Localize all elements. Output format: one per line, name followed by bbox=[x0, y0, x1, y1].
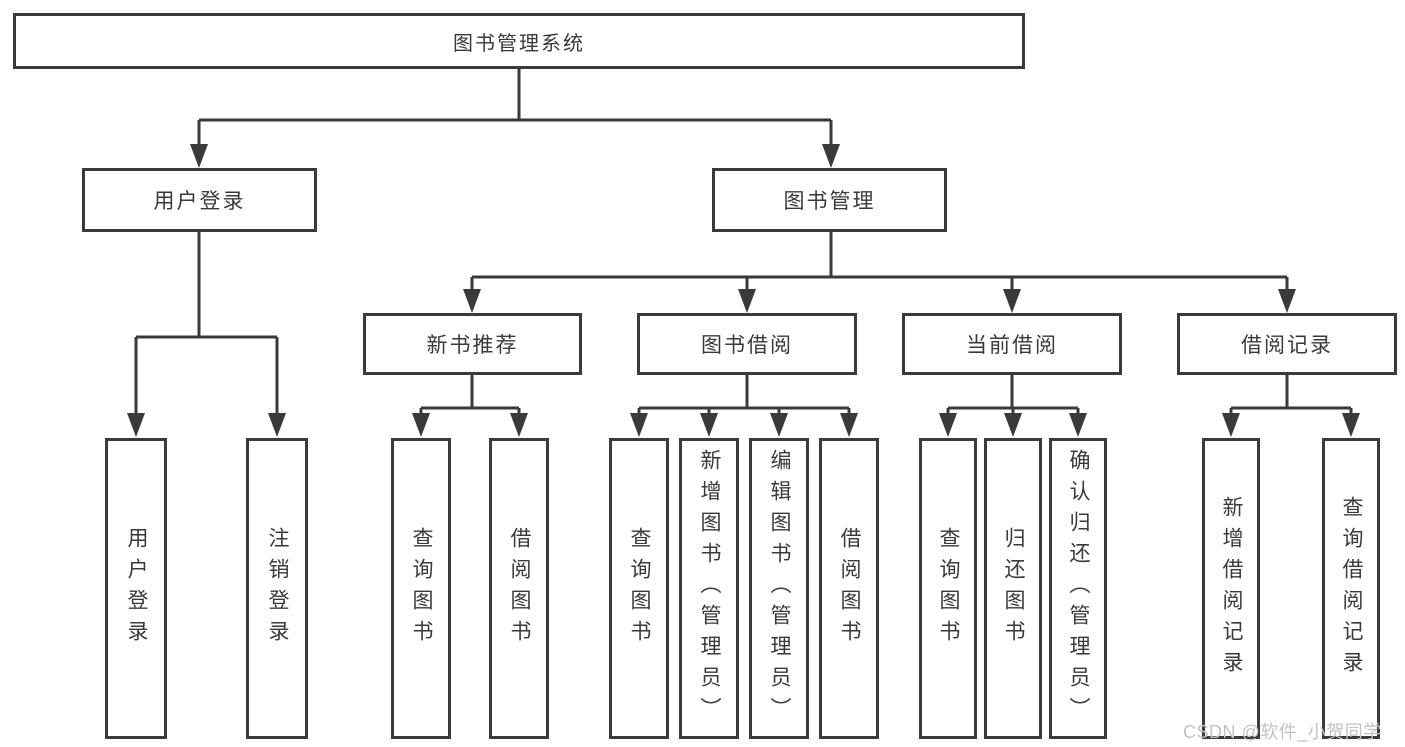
node-borrow-records: 借阅记录 bbox=[1177, 313, 1397, 375]
leaf-edit-books-admin: 编辑图书（管理员） bbox=[749, 438, 809, 739]
node-label: 用户登录 bbox=[153, 190, 246, 213]
leaf-label: 借阅图书 bbox=[508, 526, 531, 651]
connector-user-login-branch bbox=[127, 232, 286, 437]
leaf-label: 确认归还（管理员） bbox=[1067, 449, 1090, 728]
leaf-label: 用户登录 bbox=[125, 526, 148, 651]
leaf-query-books-borrow: 查询图书 bbox=[609, 438, 669, 739]
node-label: 借阅记录 bbox=[1241, 334, 1333, 357]
leaf-query-borrow-record: 查询借阅记录 bbox=[1322, 438, 1380, 739]
leaf-label: 注销登录 bbox=[266, 526, 289, 651]
leaf-add-books-admin: 新增图书（管理员） bbox=[679, 438, 739, 739]
leaf-label: 查询图书 bbox=[628, 526, 651, 651]
node-label: 新书推荐 bbox=[426, 334, 519, 357]
node-label: 当前借阅 bbox=[966, 334, 1058, 357]
connector-current-borrow-group bbox=[939, 375, 1087, 437]
leaf-label: 借阅图书 bbox=[838, 526, 861, 651]
leaf-borrow-books-recommend: 借阅图书 bbox=[489, 438, 549, 739]
node-new-book-recommend: 新书推荐 bbox=[363, 313, 582, 375]
leaf-label: 查询图书 bbox=[410, 526, 433, 651]
leaf-borrow-books: 借阅图书 bbox=[819, 438, 879, 739]
connector-book-borrow-group bbox=[630, 375, 858, 437]
node-current-borrow: 当前借阅 bbox=[902, 313, 1122, 375]
leaf-query-books-recommend: 查询图书 bbox=[391, 438, 451, 739]
node-label: 图书管理系统 bbox=[453, 32, 585, 55]
leaf-label: 新增借阅记录 bbox=[1220, 495, 1243, 682]
connector-borrow-record-group bbox=[1222, 375, 1360, 437]
connector-book-management-branch bbox=[463, 232, 1296, 313]
leaf-label: 查询图书 bbox=[937, 526, 960, 651]
leaf-label: 新增图书（管理员） bbox=[698, 449, 721, 728]
leaf-user-login: 用户登录 bbox=[105, 438, 167, 739]
connector-root bbox=[190, 69, 840, 168]
node-book-borrow: 图书借阅 bbox=[637, 313, 857, 375]
node-book-management: 图书管理 bbox=[712, 168, 947, 232]
leaf-logout-login: 注销登录 bbox=[246, 438, 308, 739]
leaf-confirm-return-admin: 确认归还（管理员） bbox=[1049, 438, 1107, 739]
connector-new-book-group bbox=[412, 375, 528, 437]
csdn-watermark: CSDN @软件_小贺同学 bbox=[1183, 722, 1382, 742]
leaf-label: 查询借阅记录 bbox=[1340, 495, 1363, 682]
node-label: 图书管理 bbox=[783, 190, 876, 213]
leaf-add-borrow-record: 新增借阅记录 bbox=[1202, 438, 1260, 739]
leaf-label: 编辑图书（管理员） bbox=[768, 449, 791, 728]
leaf-query-books-current: 查询图书 bbox=[919, 438, 977, 739]
leaf-label: 归还图书 bbox=[1002, 526, 1025, 651]
node-label: 图书借阅 bbox=[701, 334, 793, 357]
node-library-management-system: 图书管理系统 bbox=[13, 13, 1025, 69]
node-user-login: 用户登录 bbox=[82, 168, 317, 232]
leaf-return-books: 归还图书 bbox=[984, 438, 1042, 739]
